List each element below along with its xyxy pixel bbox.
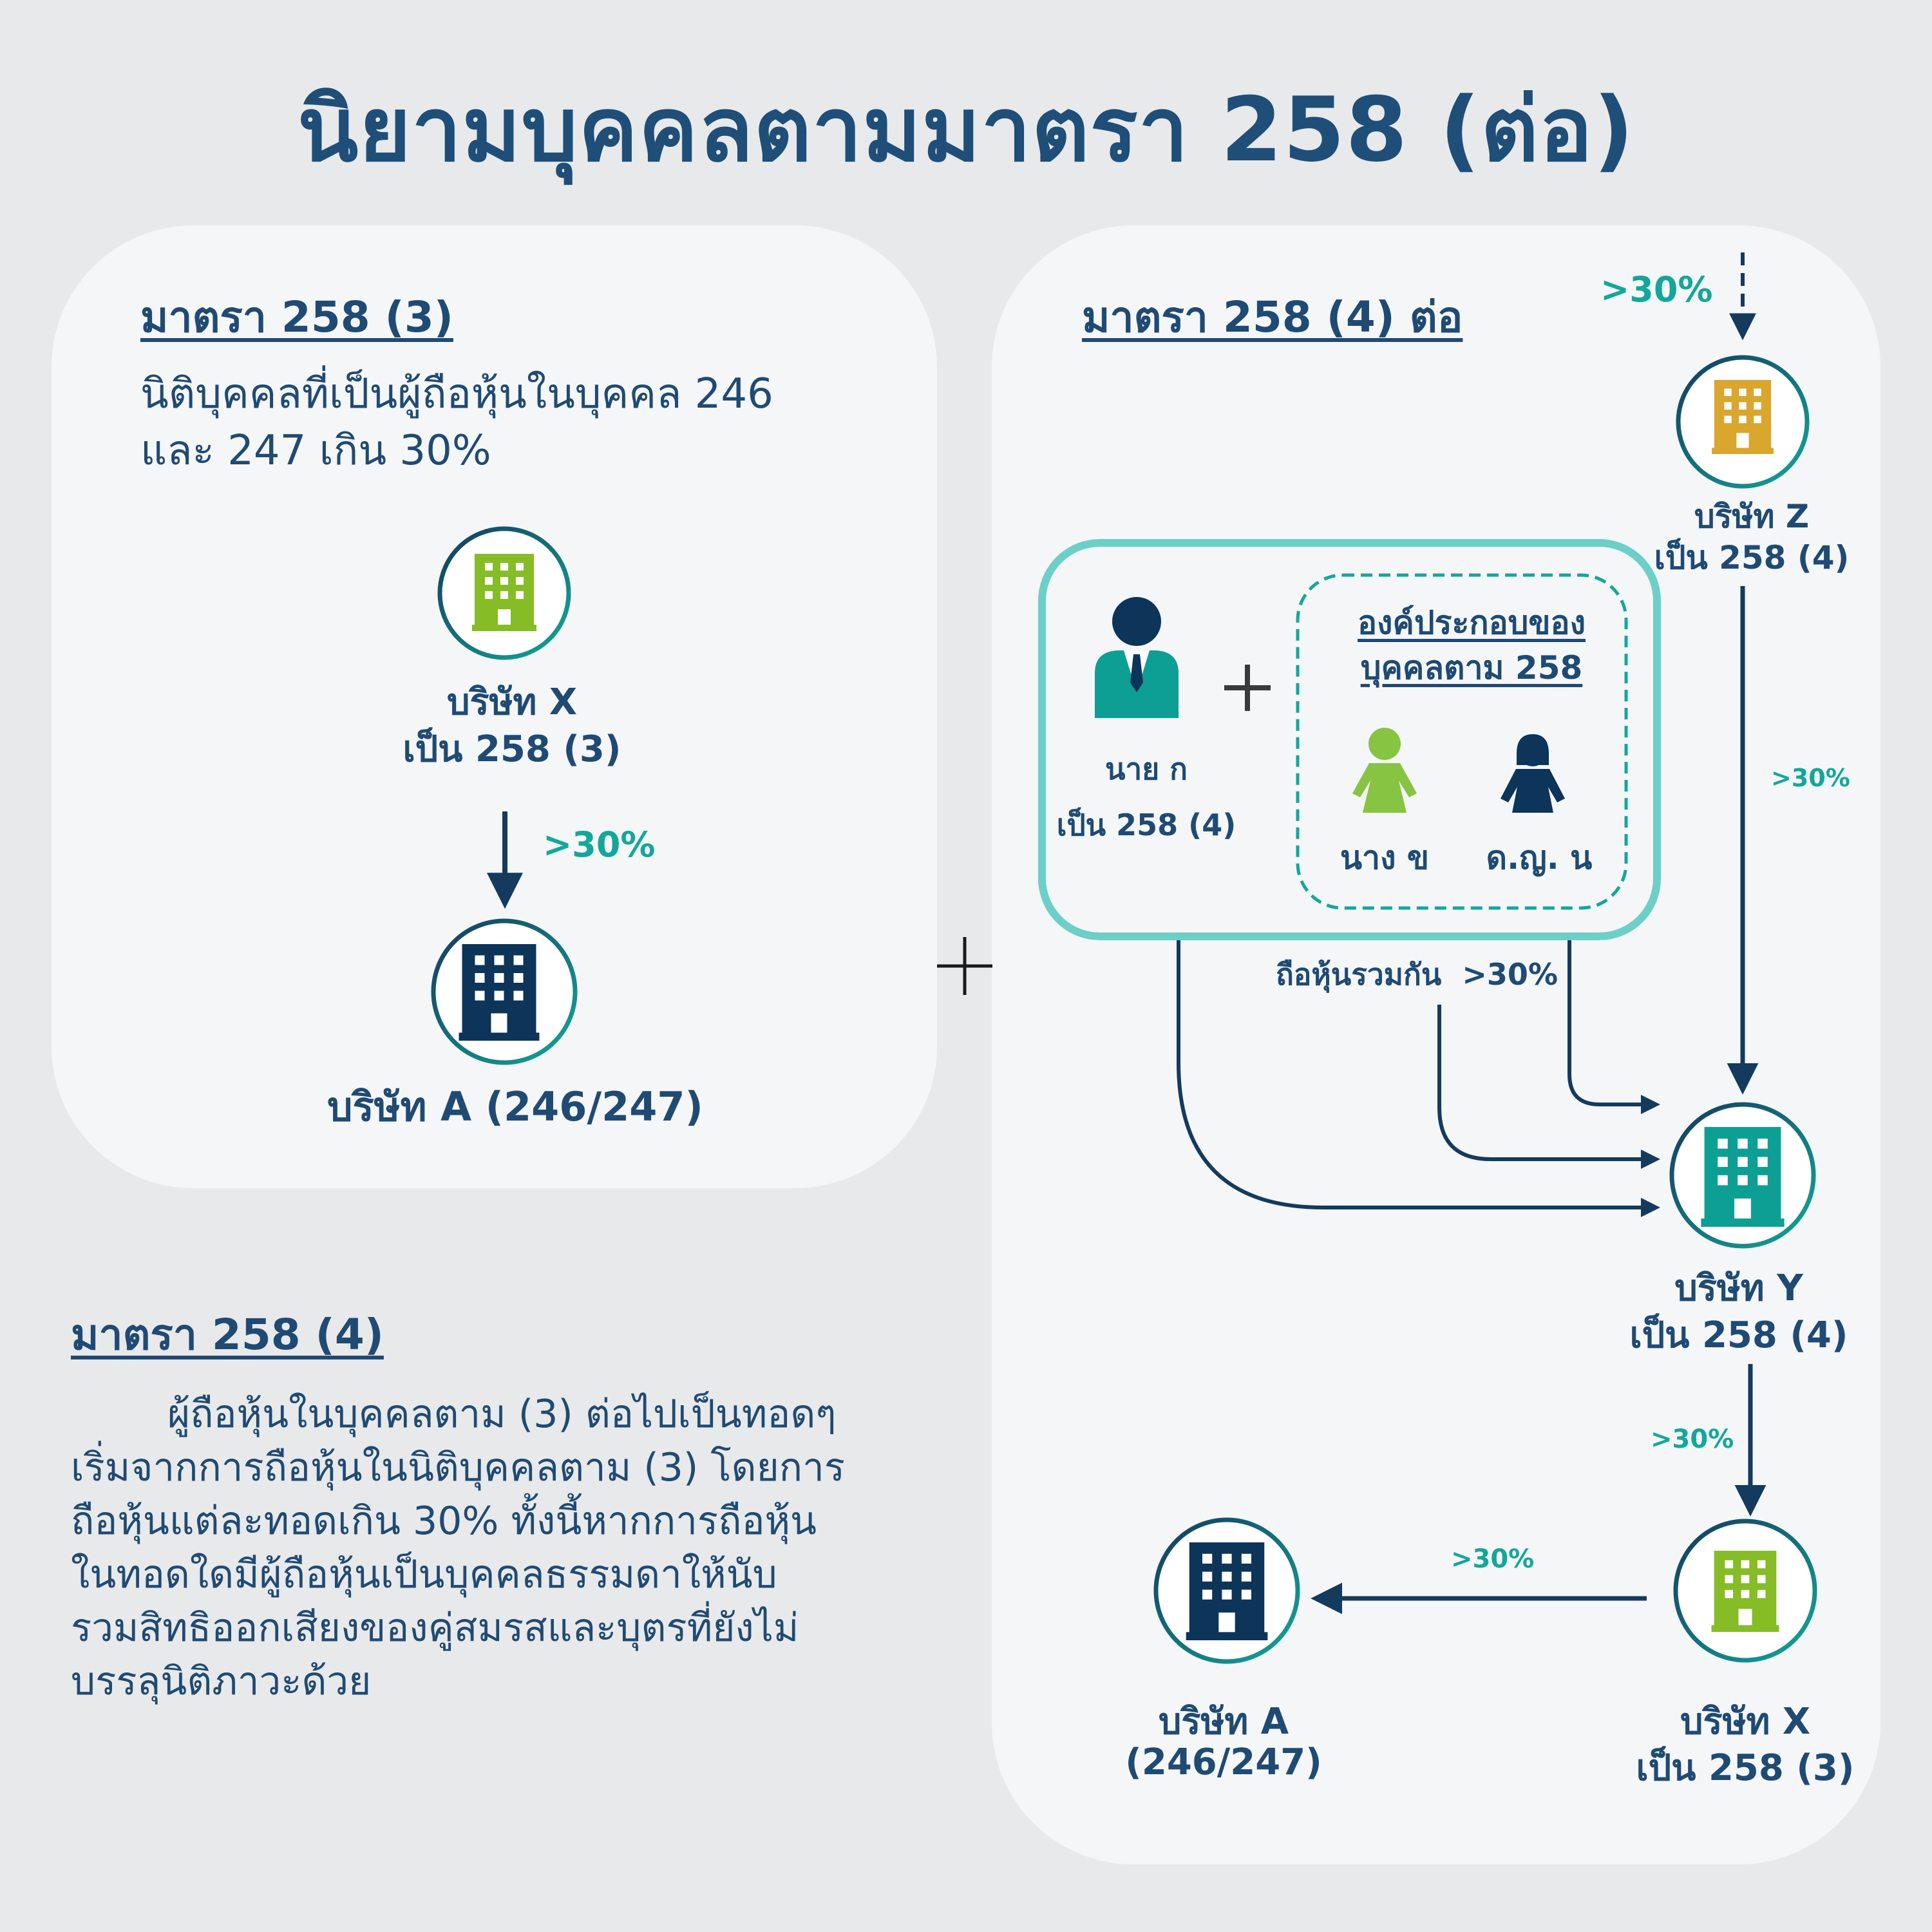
right-company-x-icon	[1673, 1519, 1817, 1663]
company-z-name: บริษัท Z	[1694, 498, 1810, 535]
y-to-x-label: >30%	[1651, 1425, 1734, 1454]
left-arrow-label: >30%	[543, 824, 656, 865]
shareholder-group-box	[1038, 539, 1661, 940]
combined-holding-label: ถือหุ้นรวมกัน >30%	[1275, 957, 1558, 992]
left-company-x-status: เป็น 258 (3)	[402, 728, 621, 770]
person-k-icon	[1095, 597, 1179, 718]
z-to-y-label: >30%	[1771, 764, 1850, 792]
girl-icon	[1501, 734, 1565, 813]
section-4-cont-heading: มาตรา 258 (4) ต่อ	[1082, 292, 1463, 342]
company-z-icon	[1676, 355, 1810, 489]
right-company-a-name: บริษัท A	[1158, 1701, 1289, 1743]
panel-plus-icon	[937, 937, 992, 995]
member-2-name: ด.ญ. น	[1486, 839, 1593, 876]
company-z-status: เป็น 258 (4)	[1654, 539, 1850, 576]
section-3-description-line-1: นิติบุคคลที่เป็นผู้ถือหุ้นในบุคคล 246	[140, 370, 773, 418]
section-4-heading: มาตรา 258 (4)	[71, 1310, 384, 1359]
section-4-body-line-1: ผู้ถือหุ้นในบุคคลตาม (3) ต่อไปเป็นทอดๆ	[167, 1392, 837, 1437]
section-3-description-line-2: และ 247 เกิน 30%	[140, 427, 491, 475]
company-y-status: เป็น 258 (4)	[1629, 1314, 1848, 1356]
section-4-body: ผู้ถือหุ้นในบุคคลตาม (3) ต่อไปเป็นทอดๆ เ…	[71, 1388, 972, 1709]
right-company-x-name: บริษัท X	[1680, 1701, 1811, 1743]
member-1-name: นาง ข	[1340, 839, 1430, 876]
company-y-icon	[1669, 1102, 1816, 1249]
arrow-group-to-y-3	[1567, 940, 1660, 1114]
company-y-name: บริษัท Y	[1674, 1267, 1803, 1309]
person-k-name: นาย ก	[1104, 752, 1188, 786]
section-4-body-line-5: รวมสิทธิออกเสียงของคู่สมรสและบุตรที่ยังไ…	[71, 1605, 799, 1651]
person-k-status: เป็น 258 (4)	[1056, 808, 1236, 842]
section-4-body-line-3: ถือหุ้นแต่ละทอดเกิน 30% ทั้งนี้หากการถือ…	[71, 1499, 817, 1544]
component-title-line-2: บุคคลตาม 258	[1360, 649, 1583, 687]
section-4-body-line-6: บรรลุนิติภาวะด้วย	[71, 1659, 372, 1704]
left-company-x-name: บริษัท X	[446, 681, 578, 723]
left-company-a-icon	[431, 918, 578, 1065]
group-plus-icon	[1224, 665, 1271, 711]
right-company-a-icon	[1153, 1517, 1300, 1664]
arrow-group-to-y-2	[1437, 1005, 1660, 1169]
section-3-heading: มาตรา 258 (3)	[140, 292, 453, 342]
page-title: นิยามบุคคลตามมาตรา 258 (ต่อ)	[298, 78, 1634, 182]
arrow-group-to-y-1	[1177, 940, 1660, 1217]
component-title-line-1: องค์ประกอบของ	[1357, 604, 1586, 641]
top-arrow-label: >30%	[1600, 269, 1713, 310]
component-box	[1296, 573, 1628, 910]
x-to-a-label: >30%	[1451, 1544, 1535, 1574]
section-4-body-line-2: เริ่มจากการถือหุ้นในนิติบุคคลตาม (3) โดย…	[71, 1445, 845, 1490]
left-company-x-icon	[437, 526, 571, 660]
left-company-a-name: บริษัท A (246/247)	[327, 1083, 703, 1130]
right-company-a-status: (246/247)	[1125, 1741, 1322, 1783]
woman-icon	[1352, 728, 1417, 813]
section-4-body-line-4: ในทอดใดมีผู้ถือหุ้นเป็นบุคคลธรรมดาให้นับ	[71, 1552, 777, 1597]
right-company-x-status: เป็น 258 (3)	[1636, 1747, 1855, 1789]
